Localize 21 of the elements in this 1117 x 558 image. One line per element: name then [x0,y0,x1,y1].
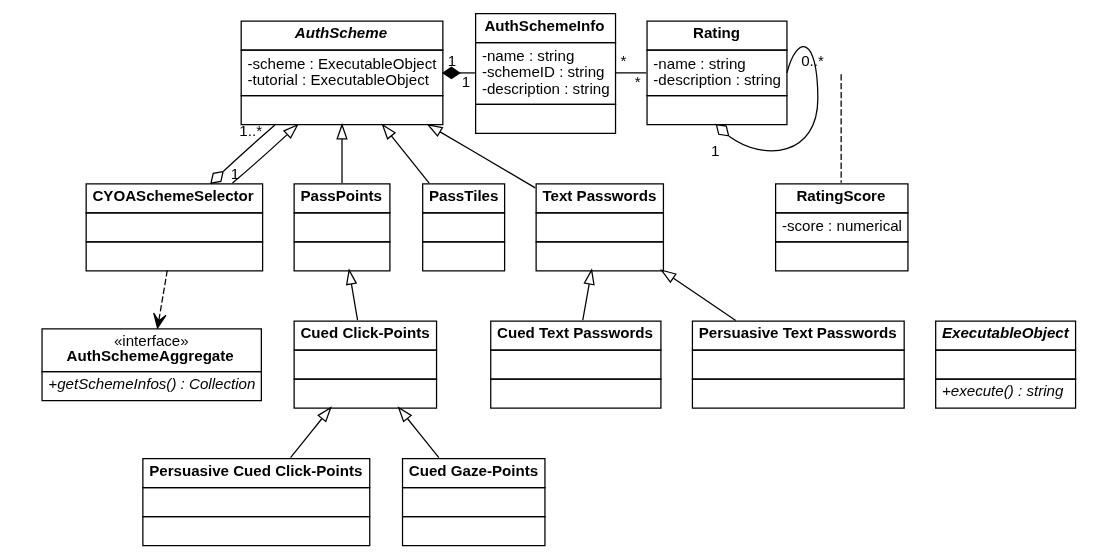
arrow [153,269,168,329]
label: 1 [711,142,720,160]
arrow [345,268,359,321]
arrow [660,269,737,322]
arrow [289,406,332,459]
label: 1 [230,165,240,183]
arrow [336,123,348,184]
connector [441,66,476,80]
arrow [231,123,299,184]
connector [840,73,842,184]
arrow [426,123,536,189]
arrow [397,406,440,459]
connector [614,72,647,74]
label: * [634,73,641,91]
arrow [582,268,595,321]
label: 1 [461,73,471,91]
arrow [381,123,430,184]
connector [715,46,819,152]
connector [210,124,276,184]
label: 1 [447,52,457,70]
label: * [620,52,627,70]
